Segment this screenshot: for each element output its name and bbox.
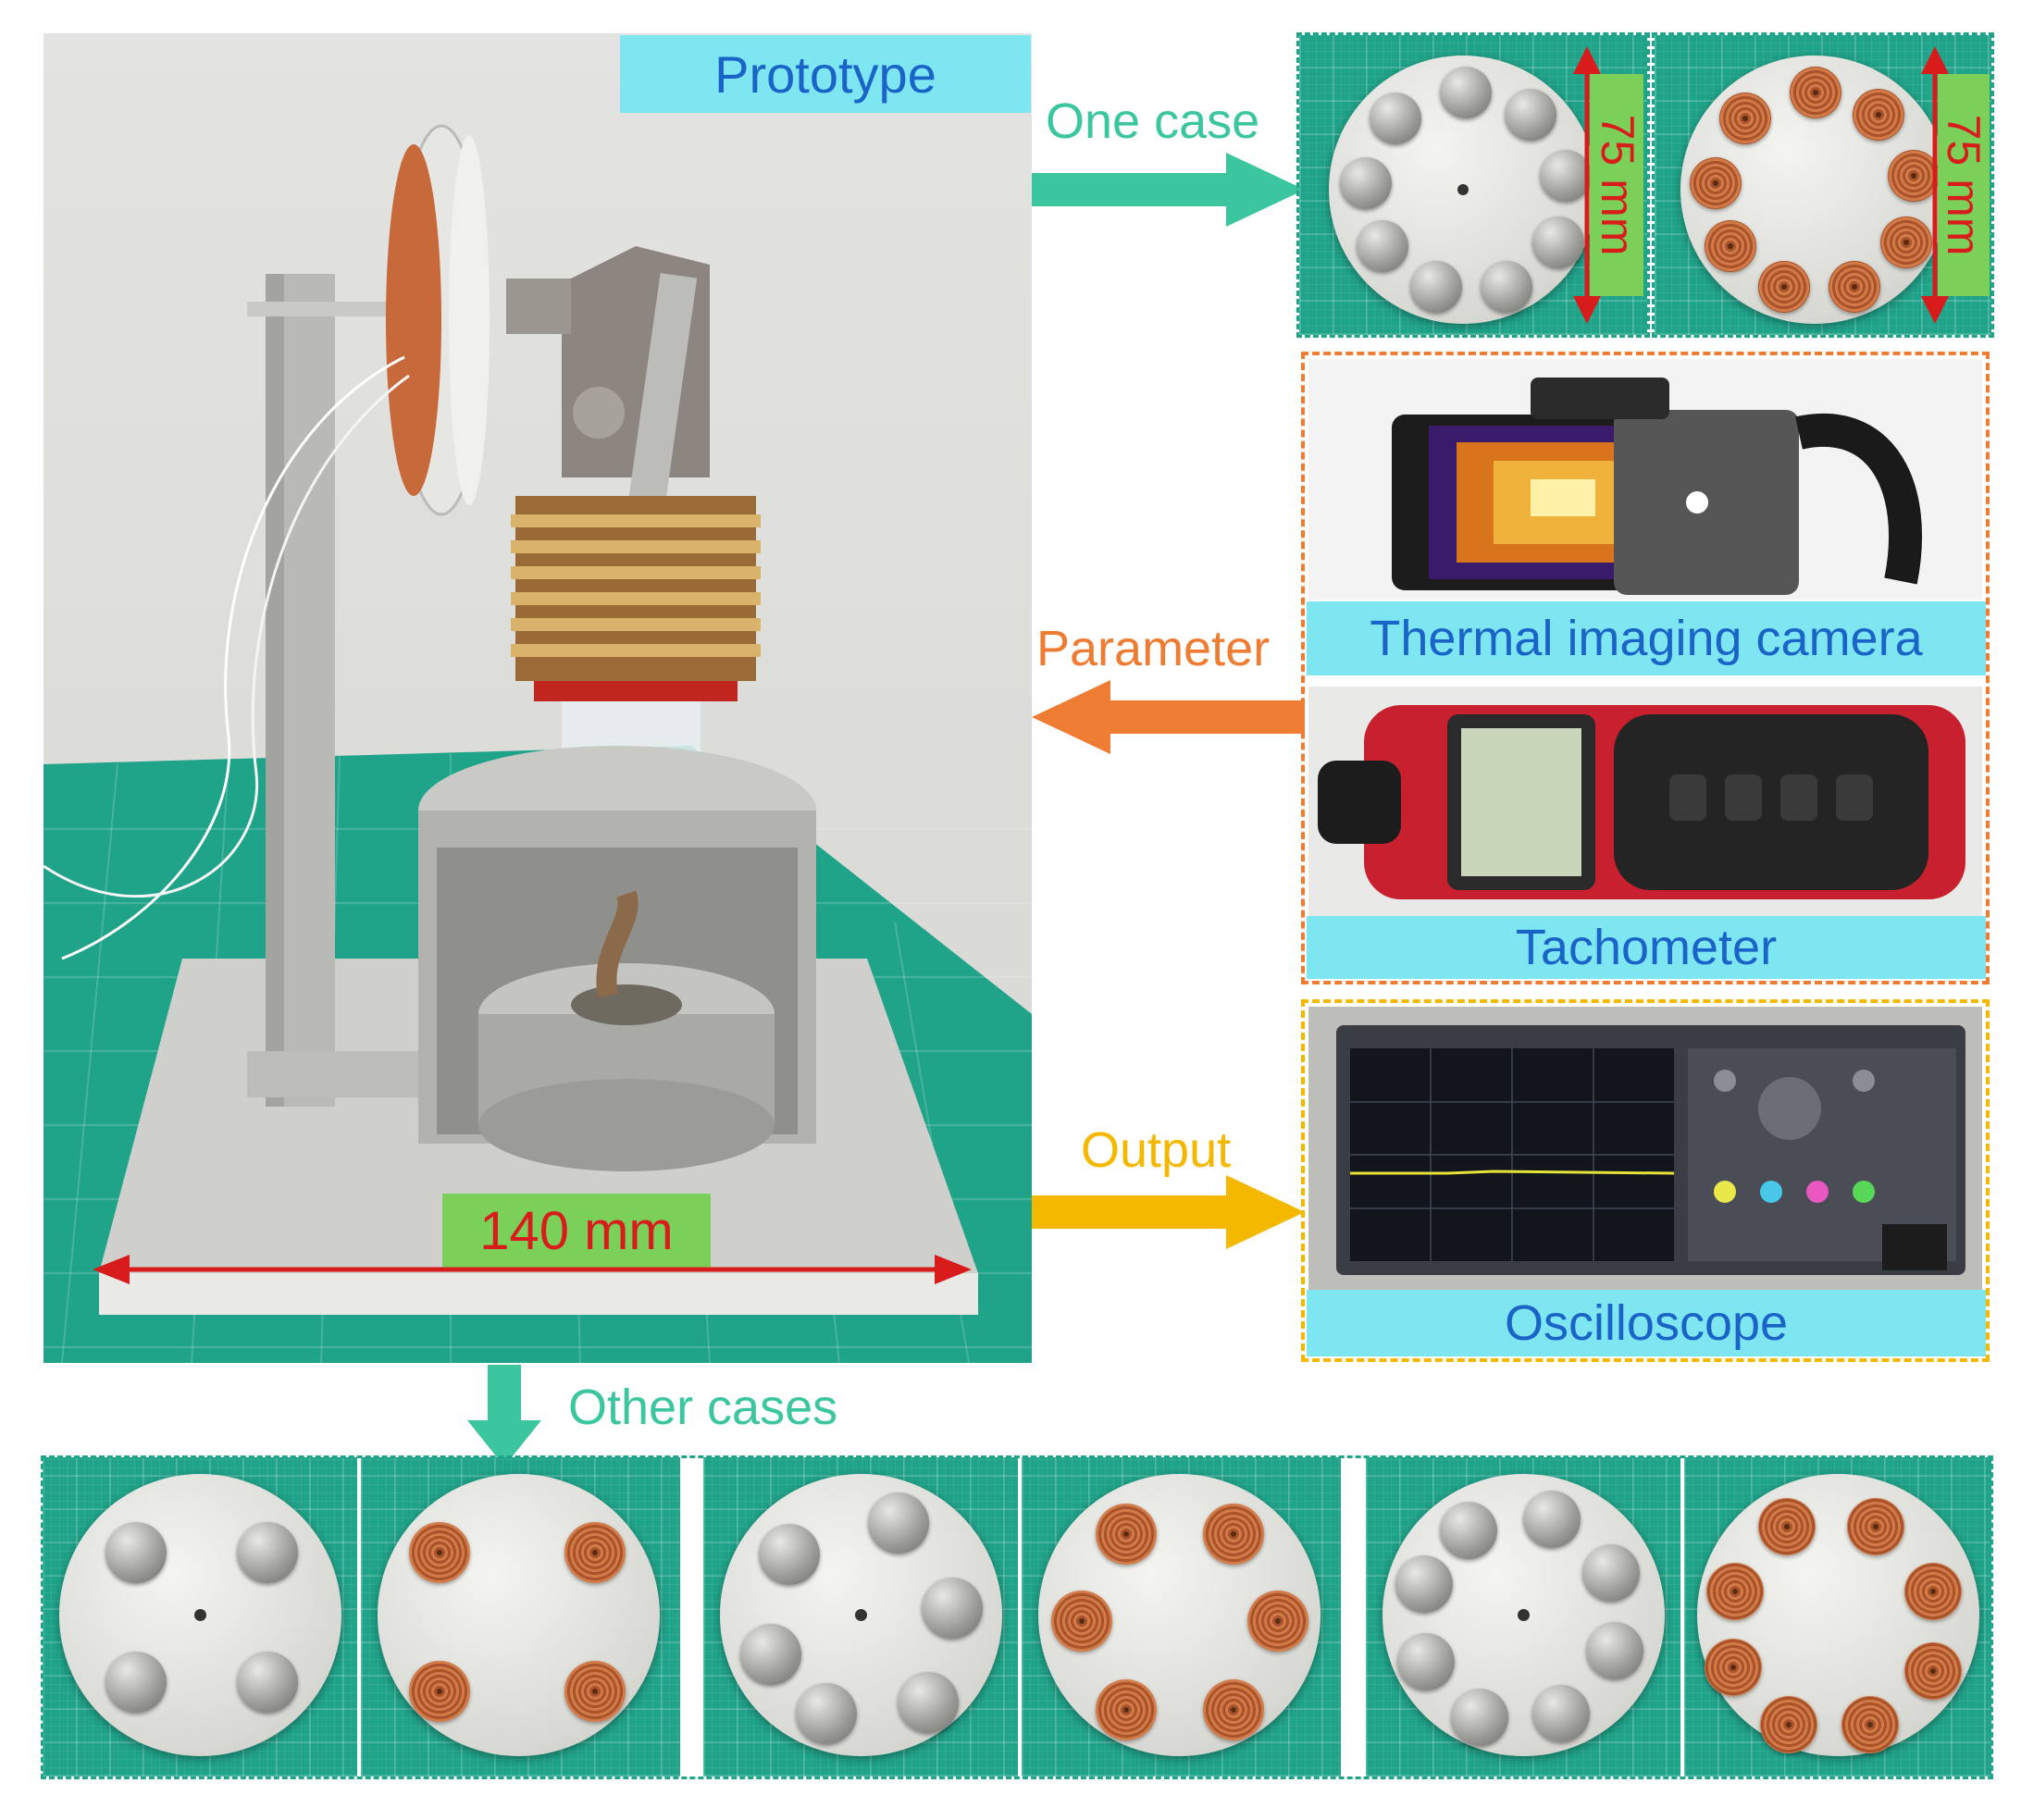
other-case-8-magnet-photo [1366,1457,1680,1777]
other-cases-dashed-frame [41,1455,1993,1779]
oscilloscope-label: Oscilloscope [1307,1290,1986,1356]
dimension-75-b-arrow [1921,46,1949,324]
magnet-rotor-ring [1299,35,1647,335]
prototype-photo [43,33,1032,1363]
oscilloscope-photo [1308,1007,1982,1290]
one-case-label: One case [1046,93,1260,149]
other-case-6-magnet-photo [703,1457,1018,1777]
thermal-camera-illustration [1392,378,1923,595]
tachometer-photo [1308,687,1982,916]
oscilloscope-illustration [1336,1025,1965,1275]
other-cases-arrow [467,1365,541,1467]
dimension-140-arrow [93,1255,972,1284]
parameter-label: Parameter [1036,621,1271,676]
one-case-arrow [1032,153,1305,227]
other-case-4-coil-photo [361,1457,680,1777]
prototype-label: Prototype [620,35,1031,113]
other-case-8-coil-photo [1684,1457,1991,1777]
other-case-6-coil-photo [1022,1457,1341,1777]
parameter-dashed-frame [1301,352,1990,984]
dimension-75-a-arrow [1573,46,1601,324]
other-case-4-magnet-photo [43,1457,357,1777]
other-cases-label: Other cases [568,1380,838,1435]
parameter-arrow [1032,680,1305,754]
dimension-140-label: 140 mm [479,1200,674,1261]
tachometer-illustration [1318,705,1965,899]
thermal-camera-photo [1308,359,1982,600]
dimension-75-b-box [1938,74,1990,296]
dimension-140-label-box [442,1194,711,1268]
output-label: Output [1081,1122,1232,1178]
thermal-camera-label: Thermal imaging camera [1307,601,1986,675]
stirling-engine-illustration [43,124,1032,1363]
dimension-75-a-box [1590,74,1643,296]
output-arrow [1032,1175,1305,1249]
coil-stator-ring [1655,35,1991,335]
output-dashed-frame [1301,999,1990,1362]
tachometer-label: Tachometer [1307,916,1986,979]
